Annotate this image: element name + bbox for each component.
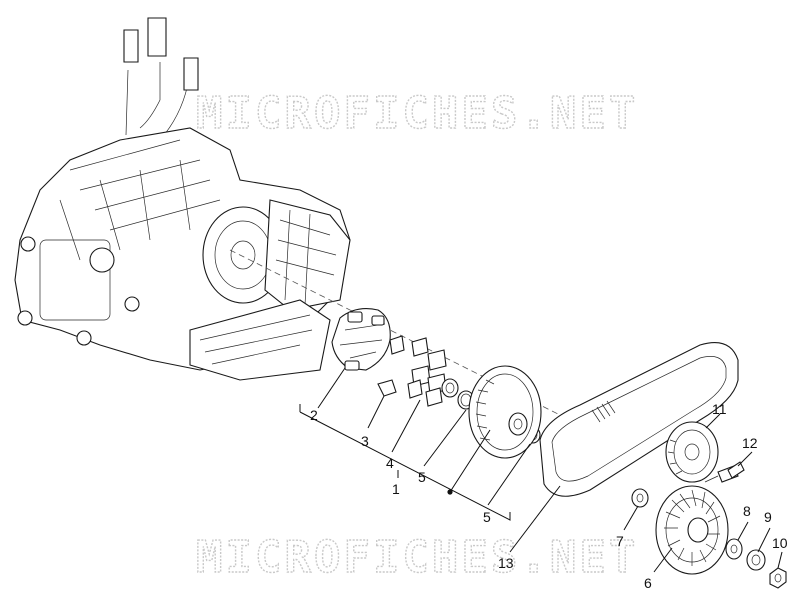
callout-9: 9	[764, 509, 772, 525]
part-11-pulley-hub	[665, 421, 719, 483]
callout-2: 2	[310, 407, 318, 423]
part-5-washer	[441, 378, 459, 398]
leader-lines	[317, 367, 783, 573]
callout-10: 10	[772, 535, 788, 551]
part-2-ramp-plate	[331, 308, 391, 371]
callout-3: 3	[361, 433, 369, 449]
watermark-top: MICROFICHES.NET	[196, 88, 638, 139]
callout-7: 7	[616, 533, 624, 549]
part-4-rollers	[389, 335, 447, 407]
part-8-washer	[725, 538, 743, 560]
callout-12: 12	[742, 435, 758, 451]
callout-4: 4	[386, 455, 394, 471]
part-9-washer	[746, 549, 766, 571]
callout-6: 6	[644, 575, 652, 591]
part-13-drive-belt	[539, 342, 739, 497]
callout-11: 11	[712, 401, 727, 417]
part-6-fan-pulley	[655, 485, 729, 575]
engine-assembly	[14, 17, 351, 381]
callout-1: 1	[392, 481, 400, 497]
callout-8: 8	[743, 503, 751, 519]
part-7-washer	[631, 488, 649, 508]
watermark-bottom: MICROFICHES.NET	[196, 532, 638, 583]
callout-5-b: 5	[483, 509, 491, 525]
part-12-bolt	[704, 461, 745, 483]
callout-5-a: 5	[418, 469, 426, 485]
callout-13: 13	[498, 555, 514, 571]
part-10-nut	[769, 567, 787, 589]
group-bracket-1	[299, 404, 511, 521]
part-3-slider	[377, 379, 397, 397]
